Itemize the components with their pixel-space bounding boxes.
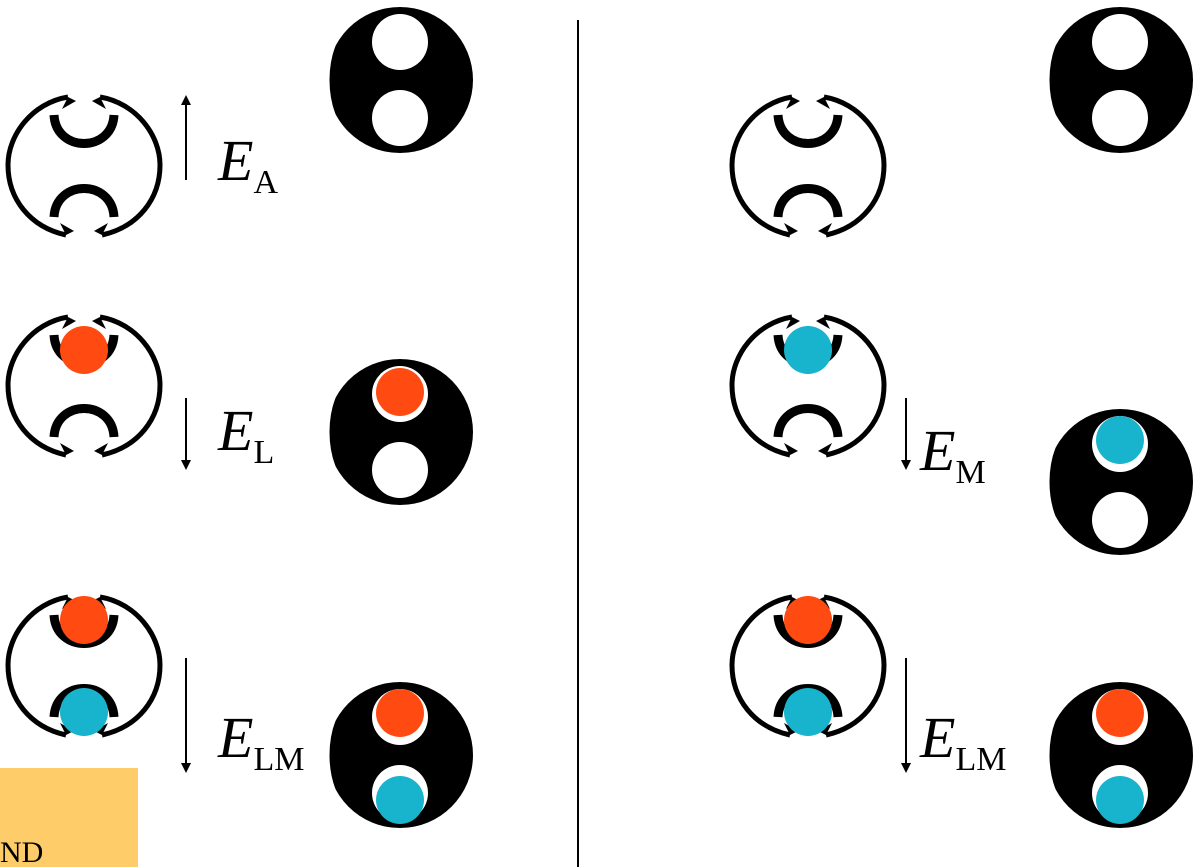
red-ligand (784, 596, 832, 644)
energy-label-both-right: ELM (919, 705, 1006, 778)
energy-label-both-left: ELM (217, 705, 304, 778)
blue-modulator (1096, 776, 1144, 824)
red-ligand (60, 326, 108, 374)
note-text: ND (0, 836, 43, 867)
red-ligand (376, 368, 424, 416)
energy-label-modulator: EM (919, 418, 986, 491)
blue-modulator (376, 776, 424, 824)
red-ligand (1096, 689, 1144, 737)
open-receptor-empty-left (8, 97, 160, 235)
blue-modulator (1096, 416, 1144, 464)
blue-modulator (784, 326, 832, 374)
energy-label-ligand: EL (217, 398, 274, 471)
red-ligand (60, 596, 108, 644)
blue-modulator (60, 688, 108, 736)
open-receptor-empty-right (732, 97, 884, 235)
closed-receptor-empty-right (1047, 7, 1193, 153)
red-ligand (376, 689, 424, 737)
blue-modulator (784, 688, 832, 736)
closed-receptor-empty-left (327, 7, 473, 153)
energy-label-activation: EA (217, 128, 278, 201)
